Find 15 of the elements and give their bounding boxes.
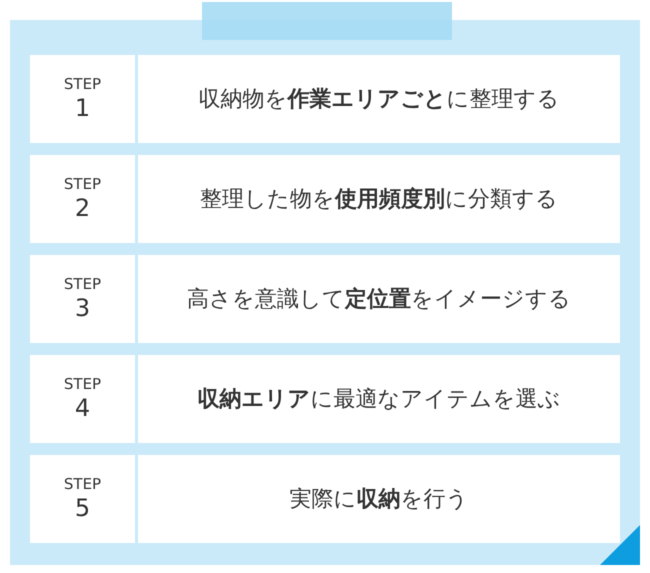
- step-label: STEP: [64, 275, 102, 293]
- step-description: 整理した物を使用頻度別に分類する: [200, 186, 558, 214]
- step-description: 実際に収納を行う: [290, 486, 468, 514]
- step-description: 収納物を作業エリアごとに整理する: [198, 86, 560, 114]
- step-number: 5: [74, 493, 90, 523]
- step-number: 4: [74, 393, 90, 423]
- step-label: STEP: [64, 175, 102, 193]
- step-label: STEP: [64, 375, 102, 393]
- step-label: STEP: [64, 475, 102, 493]
- step-number: 3: [74, 293, 90, 323]
- step-description: 高さを意識して定位置をイメージする: [187, 286, 571, 314]
- step-description: 収納エリアに最適なアイテムを選ぶ: [198, 386, 560, 414]
- step-label: STEP: [64, 75, 102, 93]
- step-number: 1: [74, 93, 90, 123]
- step-number: 2: [74, 193, 90, 223]
